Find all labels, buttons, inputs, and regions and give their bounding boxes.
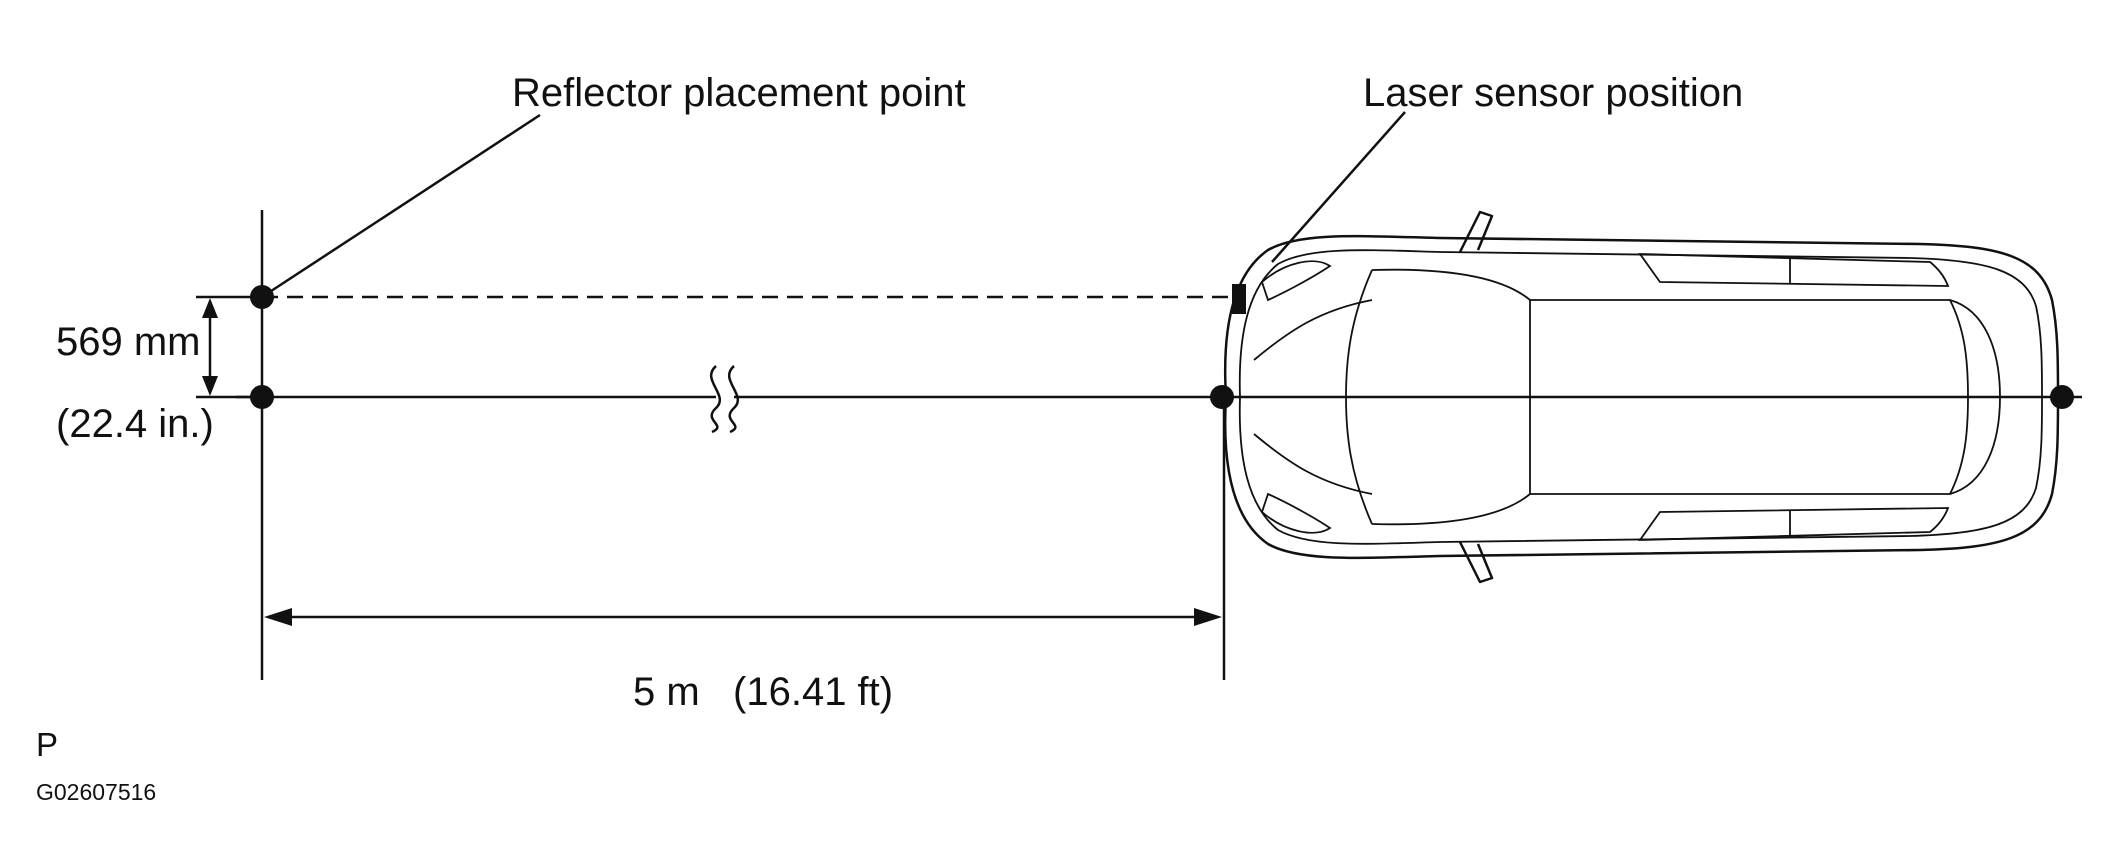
reflector-placement-point xyxy=(250,285,274,309)
figure-code: G02607516 xyxy=(36,779,156,805)
distance-arrow-left-icon xyxy=(264,608,292,626)
height-arrow-down-icon xyxy=(202,376,218,396)
laser-sensor-marker-icon xyxy=(1232,284,1246,314)
reflector-point-label: Reflector placement point xyxy=(512,71,966,115)
laser-sensor-leader-line xyxy=(1271,111,1406,263)
page-marker: P xyxy=(36,726,58,763)
break-mark-right-icon xyxy=(727,365,740,434)
reflector-leader-line xyxy=(261,113,541,299)
reflector-base-point xyxy=(250,385,274,409)
break-mark-left-icon xyxy=(709,365,722,434)
laser-sensor-label: Laser sensor position xyxy=(1363,71,1743,115)
height-in-label: (22.4 in.) xyxy=(56,402,214,446)
height-mm-label: 569 mm xyxy=(56,320,201,364)
vehicle-rear-center-point xyxy=(2050,385,2074,409)
vehicle-top-view-icon xyxy=(1223,210,2060,584)
distance-label: 5 m (16.41 ft) xyxy=(633,670,893,714)
height-arrow-up-icon xyxy=(202,298,218,318)
distance-arrow-right-icon xyxy=(1194,608,1222,626)
vehicle-front-center-point xyxy=(1210,385,1234,409)
